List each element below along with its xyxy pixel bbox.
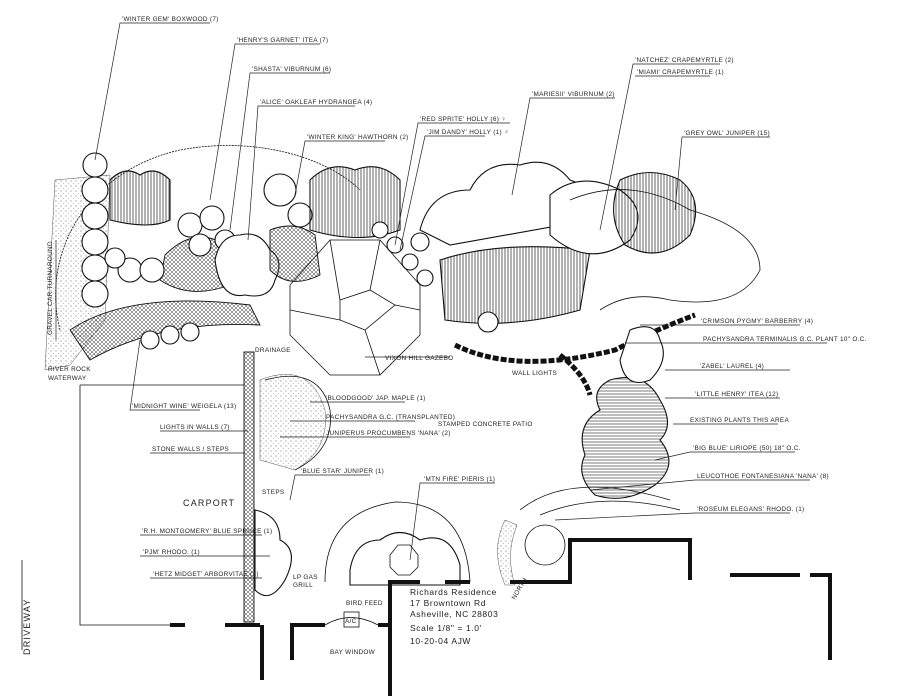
label-alice: 'Alice' Oakleaf Hydrangea (4) — [260, 99, 372, 106]
label-grey-owl: 'Grey Owl' Juniper (15) — [684, 130, 770, 137]
gas-grill-label-2: Grill — [293, 582, 313, 589]
label-jim-dandy: 'Jim Dandy' Holly (1) ♂ — [427, 129, 509, 136]
label-pjm: 'PJM' Rhodo. (1) — [143, 549, 200, 556]
carport-label: Carport — [183, 498, 235, 508]
label-crimson-pygmy: 'Crimson Pygmy' Barberry (4) — [701, 318, 813, 325]
gazebo-label: Vixon Hill Gazebo — [385, 355, 453, 362]
bird-feeder-label: Bird Feed — [346, 600, 383, 607]
label-pachysandra: Pachysandra terminalis G.C. Plant 10" O.… — [703, 336, 867, 343]
label-shasta: 'Shasta' Viburnum (6) — [252, 66, 331, 73]
residence-address: 17 Browntown Rd — [410, 598, 486, 608]
planting-beds — [21, 145, 832, 696]
label-leucothoe: Leucothoe fontanesiana 'Nana' (8) — [697, 473, 829, 480]
holly-row — [371, 221, 434, 287]
label-big-blue: 'Big Blue' Liriope (50) 18" O.C. — [693, 445, 801, 452]
residence-city: Asheville, NC 28803 — [410, 609, 498, 619]
residence-name: Richards Residence — [410, 587, 497, 597]
label-stone-walls: Stone Walls / Steps — [152, 446, 229, 453]
label-existing: Existing Plants This Area — [690, 417, 789, 424]
bay-window-label: Bay Window — [330, 649, 376, 656]
label-hetz: 'Hetz Midget' Arborvitae (1) — [153, 571, 259, 578]
river-rock-label: River Rock — [48, 366, 91, 373]
plant-labels: 'Winter Gem' Boxwood (7) 'Henry's Garnet… — [122, 16, 867, 578]
steps-label: Steps — [262, 489, 284, 496]
ac-label: A/C — [345, 618, 357, 625]
waterway-label: Waterway — [48, 375, 87, 382]
label-roseum: 'Roseum Elegans' Rhodo. (1) — [697, 506, 804, 513]
gazebo — [289, 239, 421, 376]
label-miami: 'Miami' Crapemyrtle (1) — [637, 69, 724, 76]
label-lights-walls: Lights in Walls (7) — [160, 424, 230, 431]
driveway-label: Driveway — [22, 598, 32, 655]
date-author: 10-20-04 AJW — [410, 636, 471, 646]
drainage-label: Drainage — [255, 347, 291, 354]
title-block: Richards Residence 17 Browntown Rd Ashev… — [410, 587, 498, 646]
label-winter-king: 'Winter King' Hawthorn (2) — [307, 134, 409, 141]
house-outline — [170, 538, 832, 696]
leader-lines — [55, 22, 827, 579]
label-winter-gem: 'Winter Gem' Boxwood (7) — [122, 16, 219, 23]
label-mariesii: 'Mariesii' Viburnum (2) — [532, 91, 615, 98]
label-zabel: 'Zabel' Laurel (4) — [700, 363, 764, 370]
patio-label: Stamped Concrete Patio — [438, 421, 533, 428]
label-pachy-transplanted: Pachysandra G.C. (Transplanted) — [326, 414, 455, 421]
label-midnight-wine: 'Midnight Wine' Weigela (13) — [132, 403, 236, 410]
label-juniperus: Juniperus procumbens 'Nana' (2) — [326, 430, 451, 437]
scale-text: Scale 1/8" = 1.0' — [410, 623, 482, 633]
boxwood-row — [81, 152, 109, 308]
wall-lights-label: Wall Lights — [512, 370, 557, 377]
label-henrys-garnet: 'Henry's Garnet' Itea (7) — [237, 37, 328, 44]
label-red-sprite: 'Red Sprite' Holly (6) ♀ — [420, 116, 506, 123]
gas-grill-label: LP Gas — [293, 574, 318, 581]
label-bloodgood: 'Bloodgood' Jap. Maple (1) — [326, 395, 426, 402]
gravel-label: Gravel Car Turnaround — [47, 241, 54, 335]
label-montgomery: 'R.H. Montgomery' Blue Spruce (1) — [142, 528, 272, 535]
label-mtn-fire: 'Mtn Fire' Pieris (1) — [424, 476, 495, 483]
label-natchez: 'Natchez' Crapemyrtle (2) — [635, 57, 734, 64]
label-little-henry: 'Little Henry' Itea (12) — [695, 391, 778, 398]
label-blue-star: 'Blue Star' Juniper (1) — [301, 468, 384, 475]
